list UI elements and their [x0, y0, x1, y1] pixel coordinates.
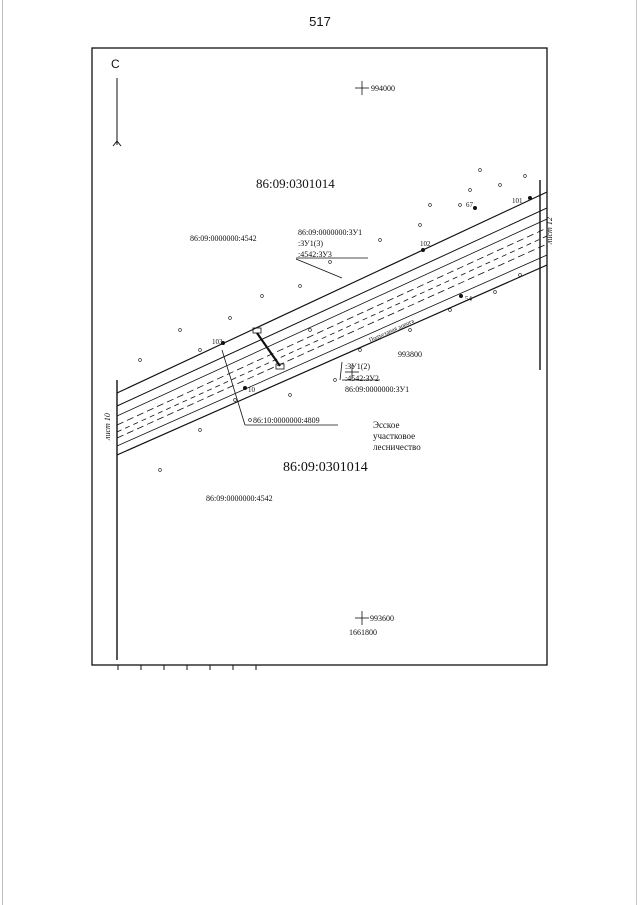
north-arrow: С [111, 57, 122, 147]
quarter-label-lower: 86:09:0301014 [283, 460, 368, 475]
grid-label-993600: 993600 [370, 614, 394, 623]
sheet-label-right: лист 12 [545, 217, 554, 245]
point-102: 102 [420, 240, 431, 248]
scan-edge-right [636, 0, 637, 905]
grid-cross-994000 [355, 81, 369, 95]
parcel-middle-line2: :4542:ЗУ2 [345, 374, 379, 383]
parcel-middle-line3: 86:09:0000000:ЗУ1 [345, 385, 409, 394]
leader-lines [221, 257, 380, 426]
forestry-line2: участковое [373, 431, 415, 441]
page-number: 517 [309, 14, 331, 29]
parcel-upper-line1: 86:09:0000000:ЗУ1 [298, 228, 362, 237]
forestry-line1: Эсское [373, 420, 399, 430]
grid-label-993800: 993800 [398, 350, 422, 359]
sheet-frame [91, 47, 548, 666]
scan-edge-left [2, 0, 3, 905]
grid-label-1661800: 1661800 [349, 628, 377, 637]
grid-cross-993800 [345, 365, 359, 379]
point-54: 54 [465, 295, 473, 303]
parcel-label-lower-left: 86:09:0000000:4542 [206, 494, 273, 503]
north-label: С [111, 57, 120, 71]
parcel-upper-line3: :4542:ЗУ3 [298, 250, 332, 259]
forestry-line3: лесничество [373, 442, 421, 452]
culvert [252, 327, 285, 370]
sheet-label-left: лист 10 [103, 413, 112, 441]
quarter-label-upper: 86:09:0301014 [256, 176, 335, 191]
parcel-middle-line1: :ЗУ1(2) [345, 362, 370, 371]
parcel-label-upper-left: 86:09:0000000:4542 [190, 234, 257, 243]
point-10: 10 [248, 386, 256, 394]
point-67: 67 [466, 201, 474, 209]
frame-ruler [117, 665, 257, 670]
parcel-callout-label: 86:10:0000000:4809 [253, 416, 320, 425]
point-103: 103 [212, 338, 223, 346]
grid-cross-993600 [355, 611, 369, 625]
road-corridor [116, 168, 547, 472]
parcel-upper-line2: :ЗУ1(3) [298, 239, 323, 248]
grid-label-994000: 994000 [371, 84, 395, 93]
point-101: 101 [512, 197, 523, 205]
